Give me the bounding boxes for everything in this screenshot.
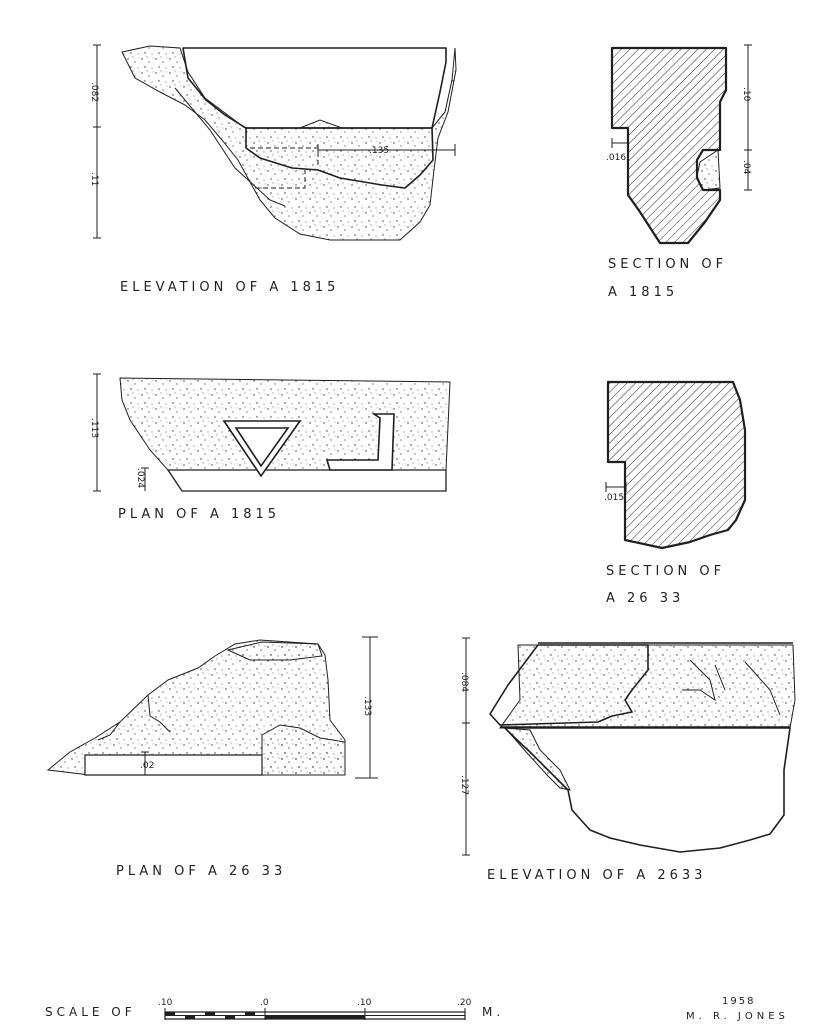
section-a1815-profile — [610, 46, 728, 245]
triangle-mark — [222, 420, 302, 478]
elevation-a1815-dim-line — [93, 44, 456, 239]
dim-plan-a1815-height: .113 — [89, 418, 99, 438]
scale-tick-1: .0 — [260, 998, 269, 1008]
signature-author: M. R. JONES — [686, 1011, 789, 1022]
plan-a2633-figure: .133 .02 — [46, 636, 378, 779]
caption-section-a2633-line2: A 26 33 — [606, 591, 685, 606]
plan-a1815-figure: .113 .024 — [89, 373, 451, 492]
caption-elevation-a2633: ELEVATION OF A 2633 — [487, 868, 707, 883]
section-a2633-profile — [606, 380, 747, 550]
plan-a1815-dim-lines — [93, 373, 149, 492]
dim-elev-a2633-upper: .084 — [459, 672, 469, 692]
caption-plan-a2633: PLAN OF A 26 33 — [116, 864, 287, 879]
caption-section-a1815-line2: A 1815 — [608, 285, 679, 300]
scale-bar: .10 .0 .10 .20 — [158, 998, 472, 1020]
dim-elev-a1815-width: .135 — [369, 146, 389, 156]
elevation-a2633-upper-face — [489, 644, 649, 726]
dim-sect-a1815-offset: .016 — [606, 153, 626, 163]
dim-plan-a2633-height: .133 — [362, 696, 372, 716]
plan-a2633-dim-lines — [141, 636, 378, 779]
elevation-a2633-dim-line — [462, 637, 470, 856]
dim-sect-a2633-offset: .015 — [604, 493, 624, 503]
scale-unit: M. — [482, 1005, 505, 1019]
dim-plan-a2633-depth: .02 — [140, 761, 154, 771]
caption-plan-a1815: PLAN OF A 1815 — [118, 507, 281, 522]
section-a1815-dim-lines — [611, 44, 752, 191]
gamma-mark — [325, 413, 395, 471]
elevation-a2633-figure: .084 .127 — [459, 637, 796, 856]
scale-tick-0: .10 — [158, 998, 173, 1008]
section-a2633-figure: .015 — [604, 380, 747, 550]
elevation-a1815-figure: .082 .11 .135 — [89, 44, 457, 241]
signature-year: 1958 — [722, 996, 756, 1007]
dim-sect-a1815-lower: .04 — [741, 160, 751, 175]
elevation-a1815-stone — [121, 45, 457, 241]
dim-elev-a1815-lower: .11 — [89, 172, 99, 186]
caption-section-a2633-line1: SECTION OF — [606, 564, 726, 579]
dim-plan-a1815-depth: .024 — [135, 468, 145, 488]
dim-elev-a2633-lower: .127 — [459, 775, 469, 795]
section-a2633-dim-line — [605, 482, 627, 492]
dim-sect-a1815-upper: .10 — [741, 87, 751, 102]
scale-label: SCALE OF — [45, 1005, 136, 1019]
scale-tick-2: .10 — [357, 998, 372, 1008]
caption-elevation-a1815: ELEVATION OF A 1815 — [120, 280, 340, 295]
elevation-a1815-lower-face — [245, 127, 434, 189]
scale-tick-3: .20 — [457, 998, 472, 1008]
caption-section-a1815-line1: SECTION OF — [608, 257, 728, 272]
elevation-a2633-lower-face — [504, 727, 791, 853]
dim-elev-a1815-upper: .082 — [89, 82, 99, 102]
section-a1815-figure: .10 .04 .016 — [606, 44, 752, 245]
